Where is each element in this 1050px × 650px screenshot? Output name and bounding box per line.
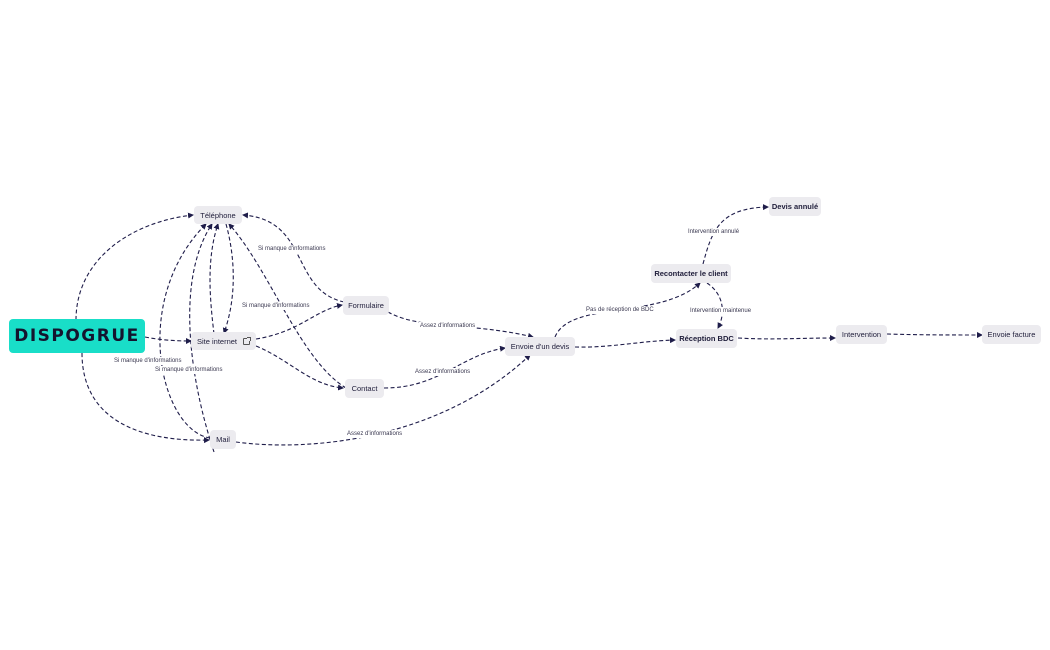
root-node-dispogrue[interactable]: DISPOGRUE bbox=[9, 319, 145, 353]
edge-label-devis-recontacter: Pas de réception de BDC bbox=[585, 306, 655, 314]
edge-recontacter-bdc bbox=[706, 282, 724, 329]
edge-label-mail-telephone-1: Si manque d'informations bbox=[113, 357, 183, 365]
edge-site-formulaire bbox=[255, 302, 343, 340]
node-contact[interactable]: Contact bbox=[345, 379, 384, 398]
edge-label-mail-devis: Assez d'informations bbox=[346, 430, 404, 438]
node-label: Recontacter le client bbox=[654, 269, 728, 278]
node-label: Formulaire bbox=[348, 301, 384, 310]
edge-bdc-intervention bbox=[737, 335, 836, 342]
node-formulaire[interactable]: Formulaire bbox=[343, 296, 389, 315]
edge-label-recontacter-bdc: Intervention maintenue bbox=[689, 307, 753, 315]
edge-contact-telephone bbox=[228, 223, 347, 389]
node-label: Réception BDC bbox=[679, 334, 734, 343]
node-label: Devis annulé bbox=[771, 202, 819, 211]
edge-mail-devis bbox=[235, 354, 531, 446]
node-site-internet[interactable]: Site internet bbox=[191, 332, 256, 350]
edge-label-recontacter-annule: Intervention annulé bbox=[687, 228, 741, 236]
node-label: Téléphone bbox=[200, 210, 236, 220]
root-label: DISPOGRUE bbox=[14, 326, 140, 346]
edge-mail-telephone-1 bbox=[159, 223, 211, 439]
node-label: Contact bbox=[351, 384, 378, 393]
node-envoie-devis[interactable]: Envoie d'un devis bbox=[505, 337, 575, 356]
node-label: Intervention bbox=[841, 330, 882, 339]
edge-site-telephone bbox=[209, 223, 220, 335]
node-label: Envoie facture bbox=[987, 330, 1036, 339]
edge-site-contact bbox=[255, 345, 344, 391]
node-reception-bdc[interactable]: Réception BDC bbox=[676, 329, 737, 348]
edge-label-site-formulaire: Si manque d'informations bbox=[241, 302, 311, 310]
edge-label-formulaire-telephone: Si manque d'informations bbox=[257, 245, 327, 253]
external-link-icon[interactable] bbox=[243, 336, 252, 345]
edge-mail-telephone-2 bbox=[189, 223, 215, 453]
node-devis-annule[interactable]: Devis annulé bbox=[769, 197, 821, 216]
edge-label-contact-devis: Assez d'informations bbox=[414, 368, 472, 376]
edge-label-mail-telephone-2: Si manque d'informations bbox=[154, 366, 224, 374]
edge-dispogrue-mail bbox=[81, 352, 210, 444]
node-telephone[interactable]: Téléphone bbox=[194, 206, 242, 224]
node-intervention[interactable]: Intervention bbox=[836, 325, 887, 344]
node-label: Envoie d'un devis bbox=[510, 342, 570, 351]
edge-formulaire-telephone bbox=[242, 212, 345, 303]
node-mail[interactable]: Mail bbox=[210, 430, 236, 449]
node-label: Mail bbox=[216, 435, 230, 444]
edge-formulaire-devis bbox=[387, 311, 534, 339]
edge-devis-bdc bbox=[574, 337, 676, 348]
node-envoie-facture[interactable]: Envoie facture bbox=[982, 325, 1041, 344]
edge-dispogrue-telephone bbox=[75, 212, 194, 321]
node-label: Site internet bbox=[196, 336, 238, 346]
node-recontacter-client[interactable]: Recontacter le client bbox=[651, 264, 731, 283]
edge-dispogrue-site bbox=[144, 336, 192, 344]
edge-telephone-site bbox=[222, 223, 234, 334]
edge-label-formulaire-devis: Assez d'informations bbox=[419, 322, 477, 330]
edge-intervention-facture bbox=[886, 331, 983, 338]
